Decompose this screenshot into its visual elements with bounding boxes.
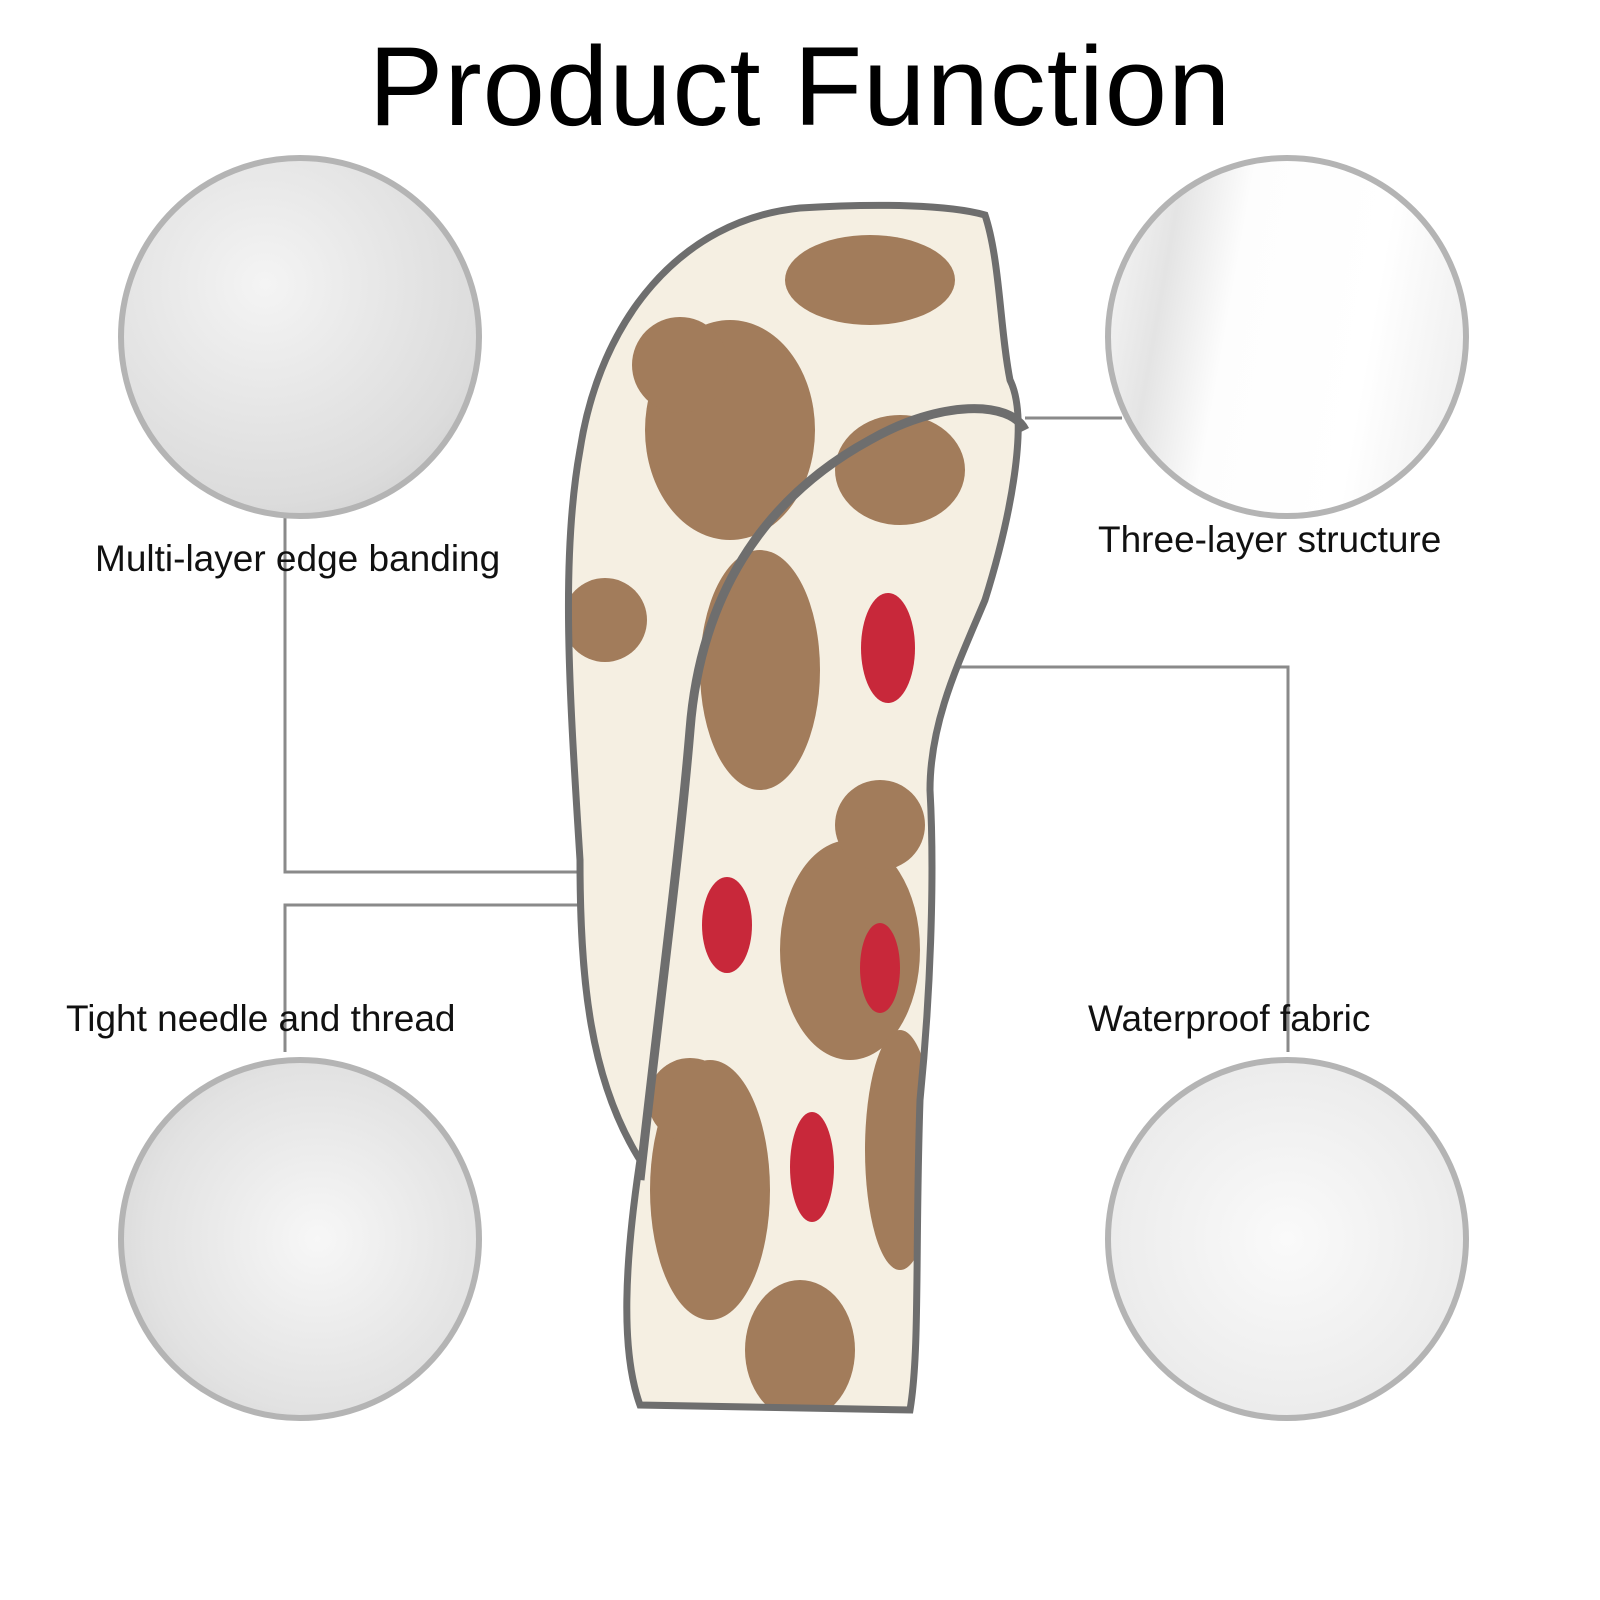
feature-label-edge-banding: Multi-layer edge banding xyxy=(95,538,501,579)
three-layer-closeup xyxy=(1105,155,1469,519)
waterproof-closeup xyxy=(1105,1057,1469,1421)
feature-label-stitching: Tight needle and thread xyxy=(66,998,456,1039)
edge-banding-closeup xyxy=(118,155,482,519)
feature-label-three-layer: Three-layer structure xyxy=(1098,519,1442,560)
feature-label-waterproof: Waterproof fabric xyxy=(1088,998,1371,1039)
page-title: Product Function xyxy=(368,24,1232,149)
stitching-closeup xyxy=(118,1057,482,1421)
